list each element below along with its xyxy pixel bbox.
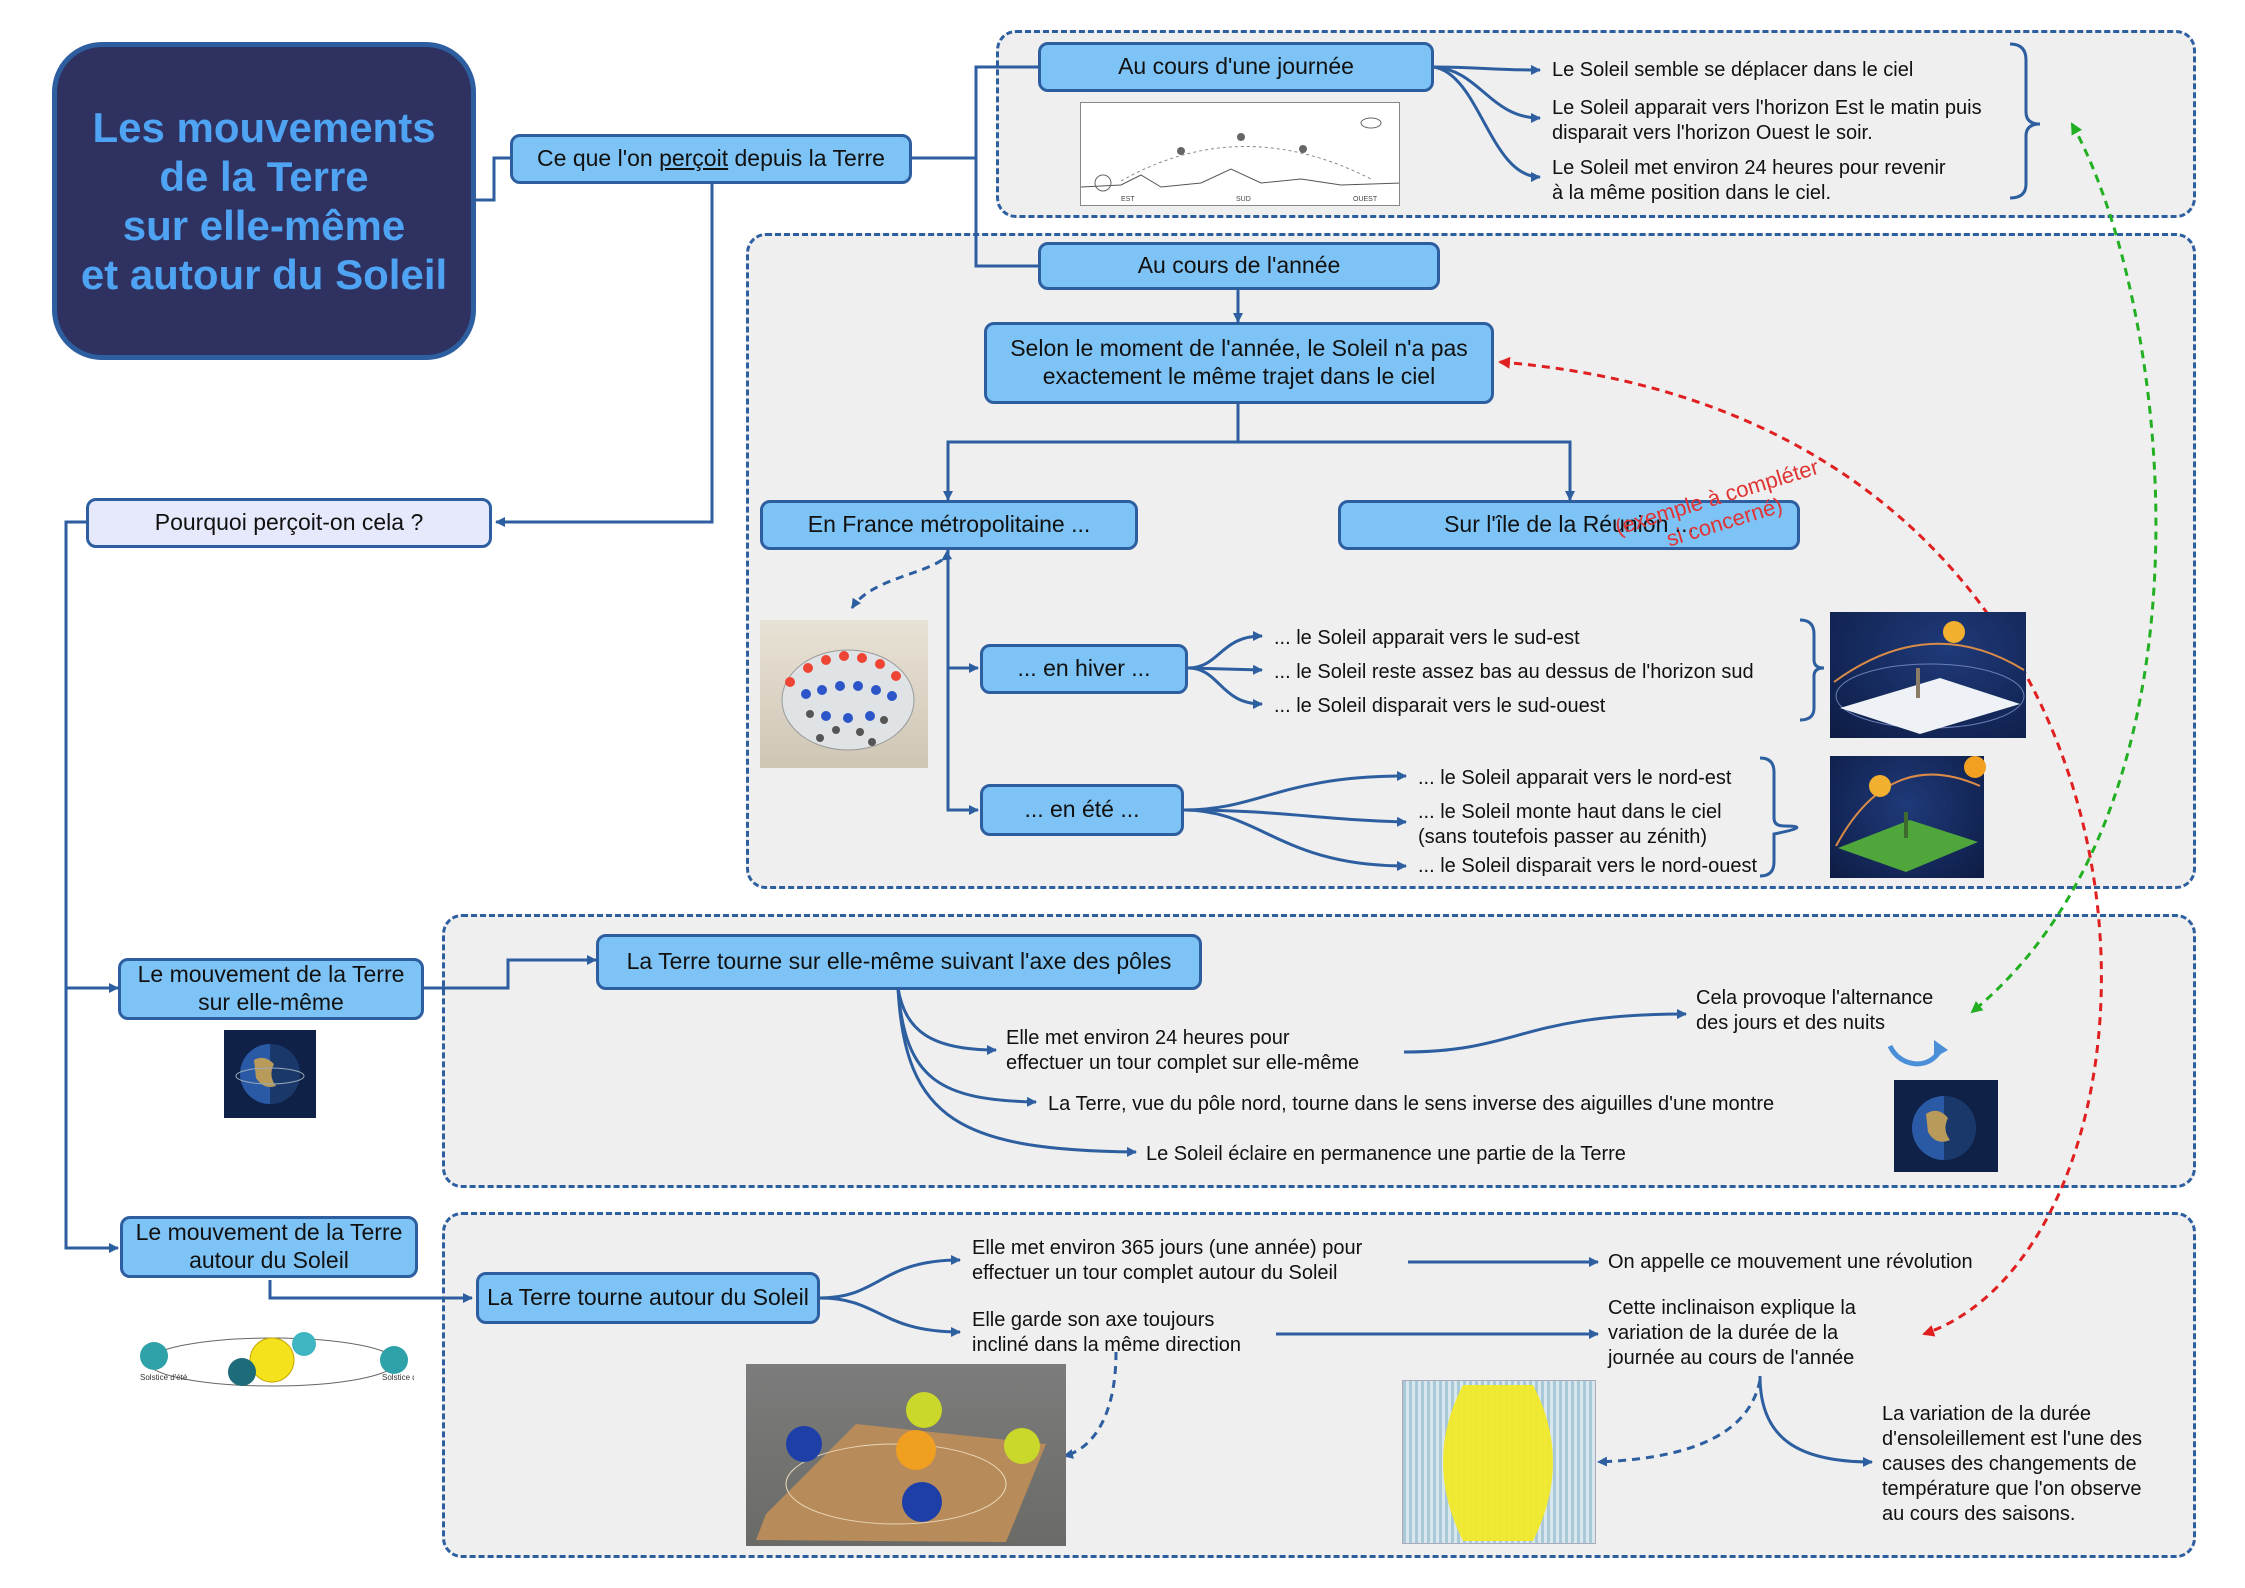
sky-label-sud: SUD	[1236, 196, 1251, 203]
percu-pre: Ce que l'on	[537, 145, 660, 172]
sky-path-image: EST SUD OUEST	[1080, 102, 1400, 206]
tourne-label: La Terre tourne autour du Soleil	[487, 1284, 809, 1311]
journee-item-2: Le Soleil apparait vers l'horizon Est le…	[1552, 97, 1982, 144]
title-line-2: de la Terre	[159, 152, 369, 200]
reunion-label: Sur l'île de la Réunion ...	[1444, 511, 1694, 538]
sky-label-ouest: OUEST	[1353, 196, 1378, 203]
tourne-box[interactable]: La Terre tourne autour du Soleil	[476, 1272, 820, 1324]
annee-box[interactable]: Au cours de l'année	[1038, 242, 1440, 290]
earth-rotation-drawing	[1912, 1096, 1976, 1160]
daylight-table-image	[1402, 1380, 1596, 1544]
rotation-consequence: Cela provoque l'alternance des jours et …	[1696, 987, 1934, 1034]
ete-item-1: ... le Soleil apparait vers le nord-est	[1418, 767, 1732, 789]
rotation-item-1: Elle met environ 24 heures pour effectue…	[1006, 1027, 1360, 1074]
axe-label: La Terre tourne sur elle-même suivant l'…	[626, 948, 1172, 975]
title-line-4: et autour du Soleil	[80, 251, 448, 299]
dome-photo	[760, 620, 928, 768]
dome-drawing	[781, 649, 915, 751]
journee-item-3: Le Soleil met environ 24 heures pour rev…	[1552, 157, 1946, 204]
journee-box[interactable]: Au cours d'une journée	[1038, 42, 1434, 92]
earth-small-drawing	[235, 1044, 305, 1104]
france-label: En France métropolitaine ...	[807, 511, 1091, 538]
model-drawing	[756, 1392, 1046, 1542]
title-line-1: Les mouvements	[92, 103, 436, 151]
sky-path-drawing: EST SUD OUEST	[1081, 117, 1399, 203]
ete-label: ... en été ...	[1024, 796, 1140, 823]
annee-label: Au cours de l'année	[1137, 252, 1341, 279]
percu-underlined: perçoit	[659, 145, 729, 172]
revolution-saisons: La variation de la durée d'ensoleillemen…	[1882, 1403, 2143, 1525]
orbit-label-hiver: Solstice d'hiver	[382, 1373, 414, 1382]
hiver-label: ... en hiver ...	[1017, 655, 1151, 682]
orbit-diagram: Solstice d'été Solstice d'hiver	[132, 1316, 414, 1426]
summer-sky-drawing	[1835, 773, 1981, 872]
percu-post: depuis la Terre	[728, 145, 885, 172]
percu-box[interactable]: Ce que l'on perçoit depuis la Terre	[510, 134, 912, 184]
ete-item-3: ... le Soleil disparait vers le nord-oue…	[1418, 855, 1758, 877]
rotation-item-3: Le Soleil éclaire en permanence une part…	[1146, 1143, 1626, 1165]
hiver-item-2: ... le Soleil reste assez bas au dessus …	[1274, 661, 1754, 683]
winter-sky-drawing	[1833, 621, 2025, 734]
ete-box[interactable]: ... en été ...	[980, 784, 1184, 836]
earth-small-image	[224, 1030, 316, 1118]
journee-label: Au cours d'une journée	[1118, 53, 1354, 80]
model-photo	[746, 1364, 1066, 1546]
axe-box[interactable]: La Terre tourne sur elle-même suivant l'…	[596, 934, 1202, 990]
revolution-item-1: Elle met environ 365 jours (une année) p…	[972, 1237, 1363, 1284]
daylight-table-drawing	[1443, 1385, 1553, 1541]
hiver-box[interactable]: ... en hiver ...	[980, 644, 1188, 694]
summer-sky-image	[1830, 756, 1984, 878]
summer-sun-corner	[1964, 756, 1986, 778]
revolution-nom: On appelle ce mouvement une révolution	[1608, 1251, 1973, 1273]
journee-item-1: Le Soleil semble se déplacer dans le cie…	[1552, 59, 1914, 81]
sky-label-est: EST	[1121, 196, 1135, 203]
orbit-drawing: Solstice d'été Solstice d'hiver	[140, 1332, 414, 1387]
hiver-item-1: ... le Soleil apparait vers le sud-est	[1274, 627, 1580, 649]
rotation-box[interactable]: Le mouvement de la Terre sur elle-même	[118, 958, 424, 1020]
revolution-item-2: Elle garde son axe toujours incliné dans…	[972, 1309, 1242, 1356]
pourquoi-label: Pourquoi perçoit-on cela ?	[154, 509, 424, 536]
france-box[interactable]: En France métropolitaine ...	[760, 500, 1138, 550]
winter-sky-image	[1830, 612, 2026, 738]
title-line-3: sur elle-même	[122, 202, 406, 249]
revolution-box[interactable]: Le mouvement de la Terre autour du Solei…	[120, 1216, 418, 1278]
revolution-inclinaison: Cette inclinaison explique la variation …	[1608, 1297, 1856, 1369]
ete-item-2: ... le Soleil monte haut dans le ciel (s…	[1418, 801, 1722, 848]
revolution-label: Le mouvement de la Terre autour du Solei…	[135, 1219, 403, 1273]
reunion-box[interactable]: Sur l'île de la Réunion ...	[1338, 500, 1800, 550]
rotation-item-2: La Terre, vue du pôle nord, tourne dans …	[1048, 1093, 1775, 1115]
trajet-box[interactable]: Selon le moment de l'année, le Soleil n'…	[984, 322, 1494, 404]
rotation-label: Le mouvement de la Terre sur elle-même	[137, 961, 405, 1015]
main-title: Les mouvements de la Terre sur elle-même…	[52, 42, 476, 360]
orbit-label-ete: Solstice d'été	[140, 1373, 188, 1382]
pourquoi-box[interactable]: Pourquoi perçoit-on cela ?	[86, 498, 492, 548]
trajet-label: Selon le moment de l'année, le Soleil n'…	[1010, 335, 1468, 389]
earth-rotation-image	[1894, 1080, 1998, 1172]
hiver-item-3: ... le Soleil disparait vers le sud-oues…	[1274, 695, 1606, 717]
